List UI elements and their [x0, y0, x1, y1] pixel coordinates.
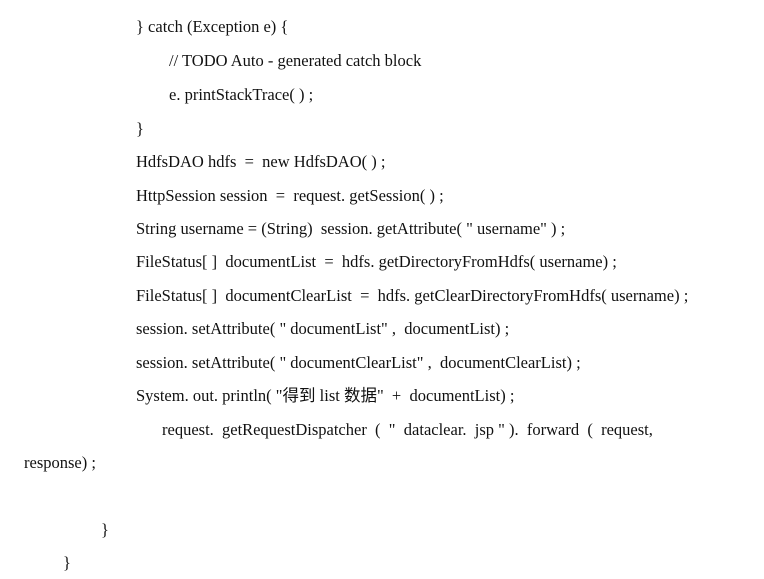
- code-line-6: HttpSession session = request. getSessio…: [136, 186, 444, 205]
- code-line-8: FileStatus[ ] documentList = hdfs. getDi…: [136, 252, 617, 271]
- code-line-12: System. out. println( "得到 list 数据" + doc…: [136, 386, 515, 405]
- code-line-16: }: [63, 553, 71, 572]
- code-line-4: }: [136, 119, 144, 138]
- code-line-13: request. getRequestDispatcher ( " datacl…: [162, 420, 653, 439]
- code-line-15: }: [101, 520, 109, 539]
- code-line-14: response) ;: [24, 453, 96, 472]
- code-line-2: // TODO Auto - generated catch block: [169, 51, 422, 70]
- code-line-10: session. setAttribute( " documentList" ,…: [136, 319, 510, 338]
- code-line-1: } catch (Exception e) {: [136, 17, 289, 36]
- code-line-9: FileStatus[ ] documentClearList = hdfs. …: [136, 286, 689, 305]
- code-line-11: session. setAttribute( " documentClearLi…: [136, 353, 581, 372]
- code-line-7: String username = (String) session. getA…: [136, 219, 566, 238]
- code-line-3: e. printStackTrace( ) ;: [169, 85, 314, 104]
- code-line-5: HdfsDAO hdfs = new HdfsDAO( ) ;: [136, 152, 386, 171]
